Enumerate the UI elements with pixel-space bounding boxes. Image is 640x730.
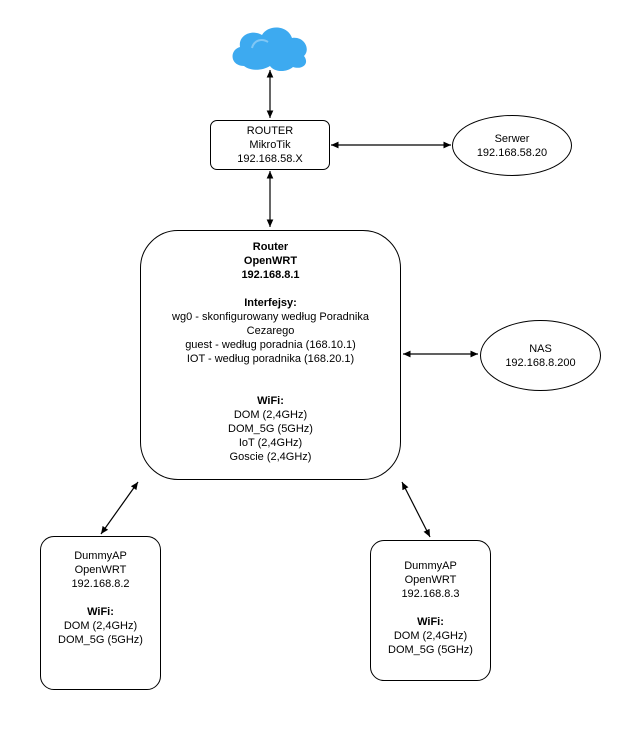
openwrt-model: OpenWRT [243, 255, 298, 267]
serwer-label: Serwer [494, 132, 530, 145]
wifi-heading: WiFi: [257, 395, 284, 407]
nas-ip: 192.168.8.200 [505, 356, 576, 369]
dummyap1-wifi-heading: WiFi: [87, 606, 114, 618]
mikrotik-label: ROUTER [246, 125, 294, 137]
interface-item: IOT - według poradnika (168.20.1) [186, 353, 355, 365]
cloud-icon [232, 27, 307, 72]
link-openwrt-dummyap1 [100, 481, 139, 535]
interface-item: wg0 - skonfigurowany według Poradnika [172, 311, 369, 323]
nas-node[interactable]: NAS 192.168.8.200 [480, 320, 601, 391]
nas-label: NAS [529, 342, 552, 355]
mikrotik-model: MikroTik [249, 139, 291, 151]
serwer-ip: 192.168.58.20 [476, 146, 548, 159]
wifi-item: DOM_5G (5GHz) [388, 644, 473, 656]
dummyap1-node[interactable]: DummyAP OpenWRT 192.168.8.2 WiFi: DOM (2… [40, 536, 161, 690]
openwrt-router-node[interactable]: Router OpenWRT 192.168.8.1 Interfejsy: w… [140, 230, 401, 480]
dummyap1-model: OpenWRT [74, 564, 127, 576]
wifi-item: DOM_5G (5GHz) [58, 634, 143, 646]
interface-item: guest - według poradnia (168.10.1) [185, 339, 356, 351]
wifi-item: IoT (2,4GHz) [238, 437, 303, 449]
wifi-item: DOM (2,4GHz) [393, 630, 468, 642]
wifi-item: Goscie (2,4GHz) [229, 451, 312, 463]
dummyap2-label: DummyAP [404, 560, 457, 572]
openwrt-ip: 192.168.8.1 [241, 269, 300, 281]
openwrt-title: Router [252, 241, 289, 253]
mikrotik-ip: 192.168.58.X [237, 153, 303, 165]
wifi-item: DOM (2,4GHz) [63, 620, 138, 632]
dummyap2-model: OpenWRT [404, 574, 457, 586]
serwer-node[interactable]: Serwer 192.168.58.20 [452, 115, 572, 176]
wifi-item: DOM_5G (5GHz) [228, 423, 313, 435]
interfaces-heading: Interfejsy: [244, 297, 297, 309]
dummyap2-wifi-heading: WiFi: [417, 616, 444, 628]
dummyap2-ip: 192.168.8.3 [401, 588, 460, 600]
mikrotik-router-node[interactable]: ROUTER MikroTik 192.168.58.X [210, 120, 330, 170]
link-openwrt-dummyap2 [401, 481, 431, 538]
dummyap1-label: DummyAP [74, 550, 127, 562]
interface-item: Cezarego [246, 325, 295, 337]
dummyap2-node[interactable]: DummyAP OpenWRT 192.168.8.3 WiFi: DOM (2… [370, 540, 491, 681]
dummyap1-ip: 192.168.8.2 [71, 578, 130, 590]
wifi-item: DOM (2,4GHz) [233, 409, 308, 421]
